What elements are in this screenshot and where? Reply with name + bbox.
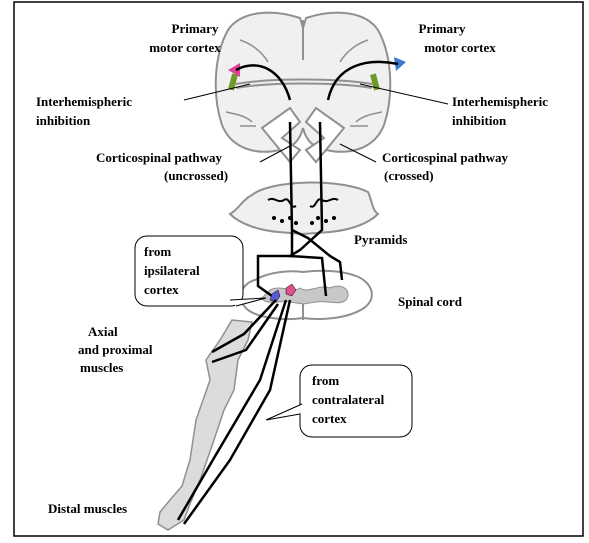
spinal-cord (241, 271, 372, 320)
label-inhib-right-1: Interhemispheric (452, 94, 548, 109)
brain (216, 13, 391, 162)
label-contra-1: from (312, 373, 339, 388)
label-pyramids: Pyramids (354, 232, 407, 247)
label-axial-3: muscles (80, 360, 123, 375)
label-inhib-right-2: inhibition (452, 113, 507, 128)
label-axial-2: and proximal (78, 342, 153, 357)
arm (158, 320, 252, 530)
label-motor-right-2: motor cortex (424, 40, 496, 55)
label-ipsi-2: ipsilateral (144, 263, 200, 278)
label-distal: Distal muscles (48, 501, 127, 516)
medulla (230, 183, 378, 234)
callout-contralateral-tail (266, 404, 302, 420)
label-motor-left-2: motor cortex (149, 40, 221, 55)
label-cs-right-1: Corticospinal pathway (382, 150, 509, 165)
medulla-outline (230, 183, 378, 234)
label-ipsi-3: cortex (144, 282, 179, 297)
label-axial-1: Axial (88, 324, 118, 339)
label-motor-left-1: Primary (172, 21, 219, 36)
label-contra-3: cortex (312, 411, 347, 426)
label-inhib-left-1: Interhemispheric (36, 94, 132, 109)
label-cs-left-1: Corticospinal pathway (96, 150, 223, 165)
label-inhib-left-2: inhibition (36, 113, 91, 128)
label-cs-left-2: (uncrossed) (164, 168, 228, 183)
label-contra-2: contralateral (312, 392, 385, 407)
label-ipsi-1: from (144, 244, 171, 259)
label-cs-right-2: (crossed) (384, 168, 434, 183)
label-motor-right-1: Primary (419, 21, 466, 36)
label-spinal-cord: Spinal cord (398, 294, 463, 309)
